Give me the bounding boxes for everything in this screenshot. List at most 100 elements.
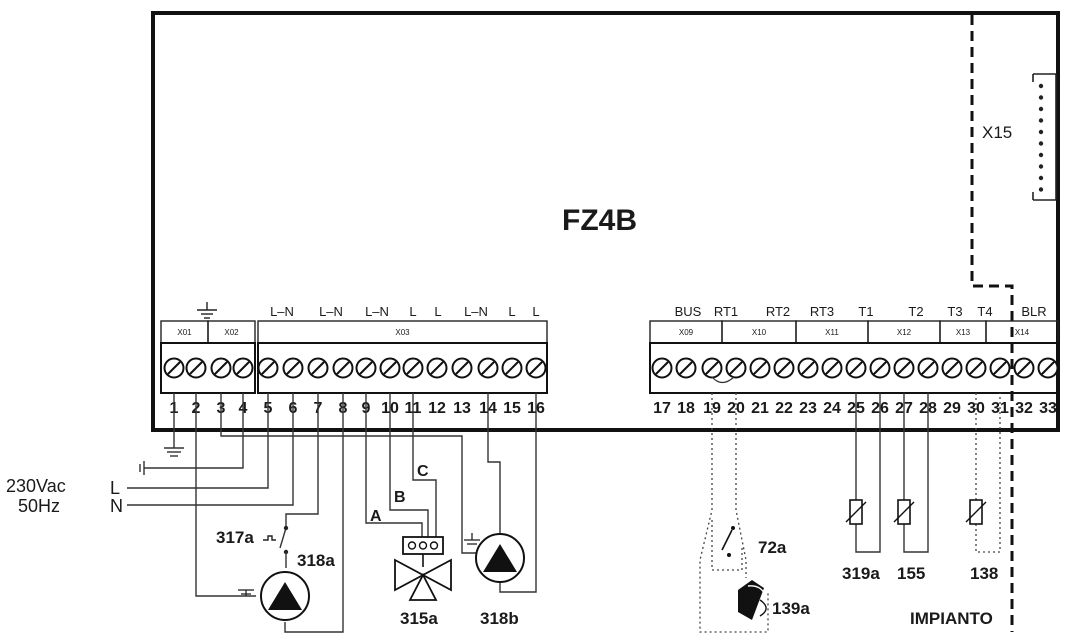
power-neutral-label: N (110, 496, 123, 516)
right-header-T3: T3 (947, 304, 962, 319)
group-label-X12: X12 (897, 328, 912, 337)
right-terminal-17 (651, 357, 673, 379)
board-outline (151, 11, 1060, 432)
valve-wire-a-label: A (370, 508, 382, 525)
x15-pin (1038, 187, 1044, 192)
connector-x15-label: X15 (982, 123, 1012, 142)
group-label-X03: X03 (395, 328, 410, 337)
terminal-number-33: 33 (1039, 400, 1057, 417)
right-header-RT2: RT2 (766, 304, 790, 319)
left-terminal-1 (163, 357, 185, 379)
power-voltage-label: 230Vac (6, 476, 66, 496)
left-terminal-9 (355, 357, 377, 379)
x15-pin (1038, 83, 1044, 89)
thermostat-317a (263, 525, 289, 568)
power-frequency-label: 50Hz (18, 496, 60, 516)
sensor-138-wiring (965, 393, 1001, 553)
left-terminal-15 (501, 357, 523, 379)
right-terminal-30 (965, 357, 987, 379)
right-terminal-24 (821, 357, 843, 379)
terminal-number-15: 15 (503, 400, 521, 417)
group-label-X02: X02 (224, 328, 239, 337)
right-terminal-31 (989, 357, 1011, 379)
remote-control-139a-icon (738, 580, 767, 620)
label-318a: 318a (297, 551, 335, 570)
board-title: FZ4B (562, 204, 637, 237)
left-header-2: L–N (365, 304, 389, 319)
left-terminal-6 (282, 357, 304, 379)
impianto-label: IMPIANTO (910, 609, 993, 628)
label-319a: 319a (842, 564, 880, 583)
right-header-T1: T1 (858, 304, 873, 319)
label-138: 138 (970, 564, 998, 583)
left-terminal-14 (477, 357, 499, 379)
label-155: 155 (897, 564, 925, 583)
right-header-T4: T4 (977, 304, 992, 319)
terminal-number-32: 32 (1015, 400, 1033, 417)
ground-symbol-header (197, 302, 217, 319)
group-X09: X09 (649, 320, 723, 344)
x15-pin (1038, 152, 1044, 158)
group-label-X09: X09 (679, 328, 694, 337)
group-label-X10: X10 (752, 328, 767, 337)
terminal-number-24: 24 (823, 400, 841, 417)
valve-wire-b-label: B (394, 489, 406, 506)
group-X01: X01 (160, 320, 209, 344)
left-terminal-3 (210, 357, 232, 379)
group-X03: X03 (257, 320, 548, 344)
group-X10: X10 (721, 320, 797, 344)
right-terminal-25 (845, 357, 867, 379)
connector-x15 (1032, 73, 1057, 201)
right-terminal-23 (797, 357, 819, 379)
left-terminal-12 (426, 357, 448, 379)
label-317a: 317a (216, 528, 254, 547)
terminal-number-18: 18 (677, 400, 695, 417)
label-72a: 72a (758, 538, 787, 557)
left-terminal-13 (451, 357, 473, 379)
right-terminal-20 (725, 357, 747, 379)
group-X13: X13 (939, 320, 987, 344)
terminal-block-left-a (160, 342, 256, 394)
left-header-3: L (409, 304, 416, 319)
left-terminal-8 (332, 357, 354, 379)
label-139a: 139a (772, 599, 810, 618)
right-terminal-28 (917, 357, 939, 379)
right-header-BLR: BLR (1021, 304, 1046, 319)
right-terminal-18 (675, 357, 697, 379)
right-terminal-32 (1013, 357, 1035, 379)
sensor-155-wiring (893, 393, 929, 553)
terminal-number-23: 23 (799, 400, 817, 417)
x15-pin (1038, 175, 1044, 181)
right-terminal-27 (893, 357, 915, 379)
left-header-6: L (508, 304, 515, 319)
group-label-X01: X01 (177, 328, 192, 337)
terminal-number-13: 13 (453, 400, 471, 417)
left-terminal-7 (307, 357, 329, 379)
left-terminal-16 (525, 357, 547, 379)
left-header-5: L–N (464, 304, 488, 319)
x15-pin (1038, 95, 1044, 100)
left-terminal-5 (257, 357, 279, 379)
valve-315a-icon (394, 536, 452, 601)
right-terminal-33 (1037, 357, 1059, 379)
left-header-1: L–N (319, 304, 343, 319)
wiring-left (127, 393, 537, 633)
right-header-T2: T2 (908, 304, 923, 319)
impianto-boundary (970, 15, 1014, 632)
x15-pin (1038, 106, 1044, 112)
group-X12: X12 (867, 320, 941, 344)
left-header-4: L (434, 304, 441, 319)
group-X14: X14 (985, 320, 1059, 344)
label-318b: 318b (480, 609, 519, 628)
right-terminal-19 (701, 357, 723, 379)
left-terminal-10 (379, 357, 401, 379)
terminals (163, 357, 1059, 379)
group-X02: X02 (207, 320, 256, 344)
left-header-0: L–N (270, 304, 294, 319)
power-line-label: L (110, 478, 120, 498)
x15-pin (1038, 164, 1044, 169)
